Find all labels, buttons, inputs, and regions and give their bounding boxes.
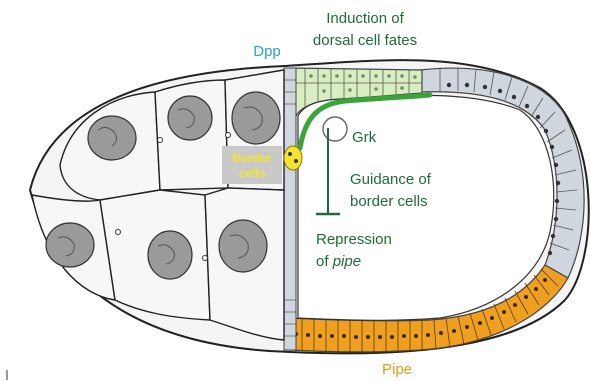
induction-label-line2: dorsal cell fates: [313, 32, 417, 49]
centripetal-follicle-cells: [284, 68, 296, 350]
border-cells-label-line2: cells: [239, 166, 266, 180]
repression-label-line1: Repression: [316, 231, 392, 248]
guidance-label-line1: Guidance of: [350, 171, 432, 188]
repression-label-line2: of pipe: [316, 253, 361, 270]
dpp-label: Dpp: [253, 43, 281, 60]
border-cells-cluster: [284, 146, 302, 170]
grk-label: Grk: [352, 129, 377, 146]
induction-label-line1: Induction of: [326, 10, 404, 27]
repression-label-prefix: of: [316, 253, 333, 270]
guidance-label-line2: border cells: [350, 193, 428, 210]
pipe-label: Pipe: [382, 361, 412, 378]
border-cells-label-line1: Border: [232, 151, 272, 165]
repression-label-pipe: pipe: [332, 253, 361, 270]
